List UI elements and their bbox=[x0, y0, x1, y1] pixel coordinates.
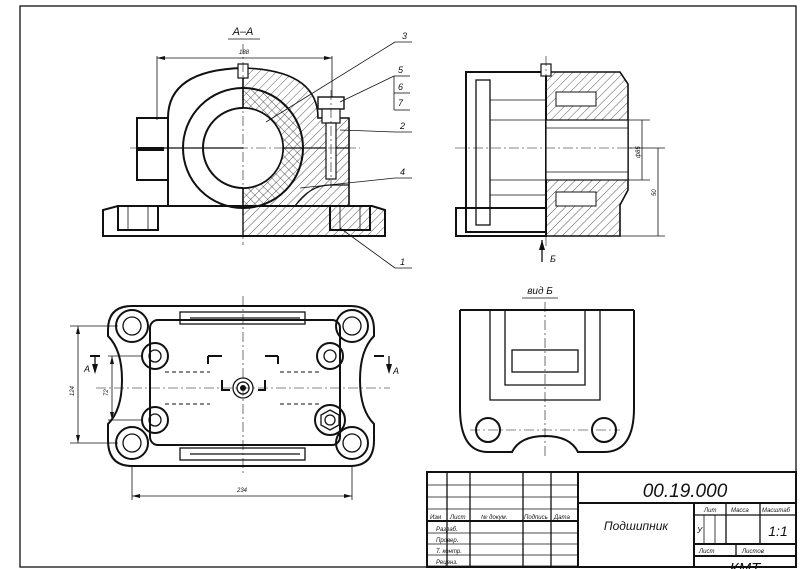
view-b: вид Б bbox=[459, 286, 635, 458]
dim-bottom-width: 234 bbox=[236, 488, 248, 494]
leader-5: 5 bbox=[398, 65, 404, 75]
leader-6: 6 bbox=[398, 82, 403, 92]
tb-col-izm: Изм bbox=[430, 515, 441, 521]
tb-row-recenz: Реценз. bbox=[436, 560, 458, 566]
tb-row-tkontr: Т. контр. bbox=[436, 549, 462, 555]
view-b-arrow-label: Б bbox=[550, 254, 556, 264]
tb-col-sign: Подпись bbox=[524, 515, 548, 521]
tb-lit-header: Лит bbox=[703, 508, 716, 514]
leader-7: 7 bbox=[398, 98, 404, 108]
title-block: Изм Лист № докум. Подпись Дата Разраб. П… bbox=[426, 471, 797, 569]
tb-row-razrab: Разраб. bbox=[436, 527, 458, 533]
dim-diameter: ф85 bbox=[636, 146, 642, 158]
tb-col-doc: № докум. bbox=[481, 514, 507, 521]
tb-lit-value: У bbox=[696, 526, 703, 535]
tb-mass-header: Масса bbox=[731, 508, 749, 514]
tb-designation: 00.19.000 bbox=[643, 481, 728, 502]
leader-3: 3 bbox=[402, 31, 407, 41]
dim-top-width: 188 bbox=[239, 50, 250, 56]
tb-col-date: Дата bbox=[553, 515, 570, 521]
side-view: ф85 50 Б bbox=[455, 56, 665, 264]
section-aa-title: А–А bbox=[232, 26, 254, 38]
cut-label-left: А bbox=[83, 364, 90, 374]
tb-sheets-label: Листов bbox=[741, 549, 764, 555]
section-aa-view: А–А 188 bbox=[102, 26, 412, 269]
tb-row-prover: Провер. bbox=[436, 538, 458, 544]
leader-4: 4 bbox=[400, 167, 405, 177]
dim-height-124: 124 bbox=[70, 385, 76, 396]
leader-1: 1 bbox=[400, 257, 405, 267]
view-b-title: вид Б bbox=[527, 286, 553, 297]
tb-part-name: Подшипник bbox=[604, 519, 670, 533]
dim-height-72: 72 bbox=[104, 389, 110, 396]
plan-view: А А 124 72 234 bbox=[70, 296, 399, 500]
tb-scale-value: 1:1 bbox=[768, 523, 787, 539]
cut-label-right: А bbox=[392, 366, 399, 376]
tb-org: КМТ bbox=[730, 560, 762, 569]
sheet-frame bbox=[19, 5, 797, 568]
dim-side-height: 50 bbox=[652, 189, 658, 196]
tb-sheet-label: Лист bbox=[698, 549, 714, 555]
leader-2: 2 bbox=[399, 121, 405, 131]
tb-scale-header: Масштаб bbox=[762, 508, 791, 514]
tb-col-list: Лист bbox=[449, 515, 465, 521]
